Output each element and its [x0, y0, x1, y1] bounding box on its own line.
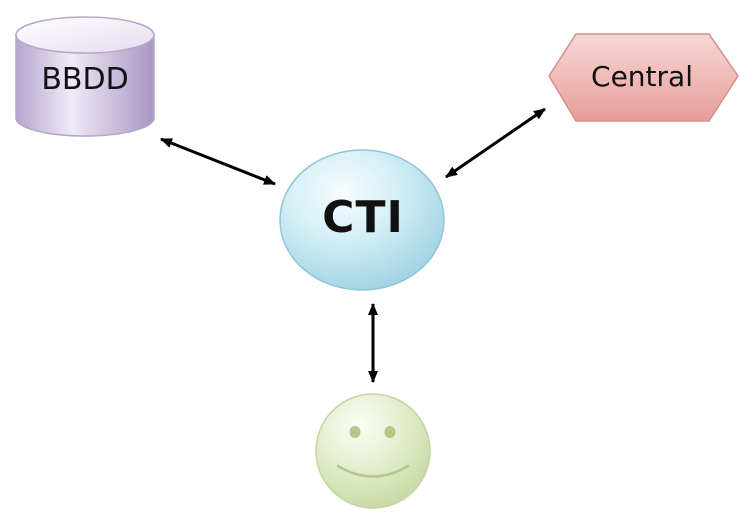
- smiley-mouth-icon: [336, 464, 410, 478]
- central-cti-double-arrow: [445, 107, 546, 179]
- database-label: BBDD: [41, 62, 128, 97]
- database-node: BBDD: [15, 16, 155, 137]
- user-smiley-node: [315, 393, 431, 509]
- smiley-face-icon: [315, 393, 431, 509]
- database-cti-double-arrow: [160, 137, 276, 186]
- smiley-left-eye-icon: [349, 426, 361, 438]
- central-hexagon-shape: [548, 33, 739, 122]
- cti-ellipse-shape: [279, 149, 445, 291]
- cti-node: CTI: [279, 149, 445, 291]
- cti-label: CTI: [322, 192, 404, 243]
- database-cylinder-body: [15, 34, 155, 137]
- central-node: Central: [548, 33, 739, 122]
- central-label: Central: [591, 60, 693, 93]
- database-cylinder-top: [15, 16, 155, 54]
- smiley-right-eye-icon: [384, 426, 396, 438]
